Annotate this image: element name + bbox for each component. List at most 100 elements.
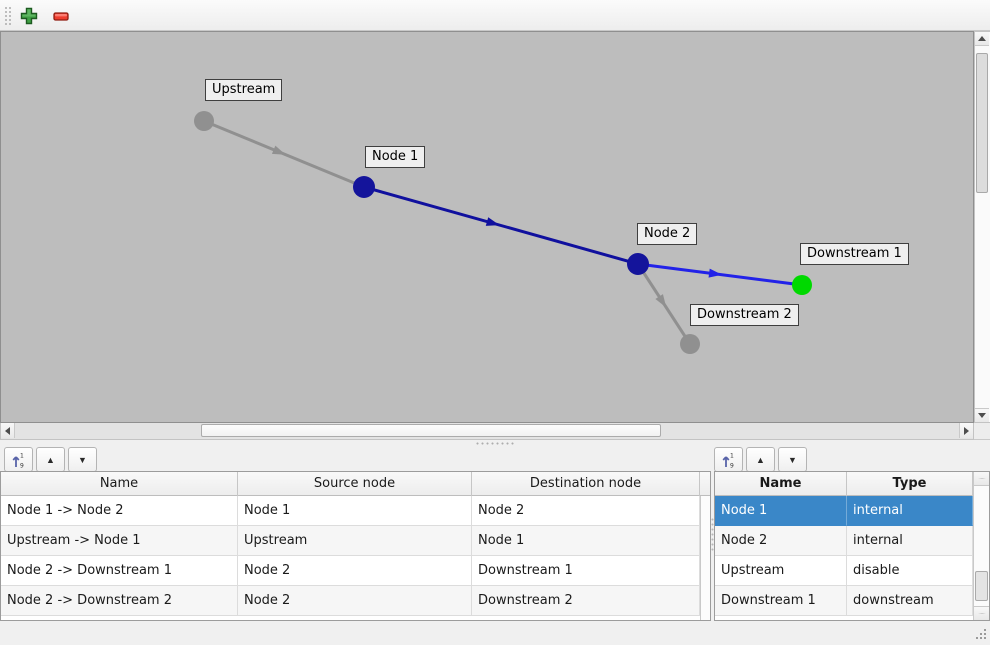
scroll-down-icon — [977, 613, 986, 614]
scroll-right-button[interactable] — [959, 423, 973, 438]
canvas-horizontal-scrollbar[interactable] — [0, 423, 974, 440]
move-node-up-button[interactable]: ▲ — [746, 447, 775, 472]
table-cell[interactable]: internal — [847, 526, 973, 556]
edge-arrow-icon — [271, 145, 286, 155]
table-cell[interactable]: downstream — [847, 586, 973, 616]
up-arrow-icon: ▲ — [46, 454, 55, 465]
graph-edge[interactable] — [363, 185, 639, 266]
sort-ascending-icon: 1 9 — [722, 452, 734, 468]
scroll-up-button[interactable] — [974, 472, 989, 486]
node-label[interactable]: Downstream 1 — [800, 243, 909, 265]
scroll-up-icon — [977, 478, 986, 479]
svg-text:9: 9 — [730, 462, 734, 468]
sort-ascending-icon: 1 9 — [12, 452, 24, 468]
graph-node[interactable] — [194, 111, 214, 131]
node-label[interactable]: Upstream — [205, 79, 283, 101]
scroll-down-button[interactable] — [975, 408, 989, 422]
horizontal-pane-splitter[interactable] — [0, 440, 990, 446]
table-cell[interactable]: internal — [847, 496, 973, 526]
edge-arrow-icon — [655, 294, 667, 308]
graph-node[interactable] — [353, 176, 375, 198]
move-connection-down-button[interactable]: ▼ — [68, 447, 97, 472]
table-cell[interactable]: Node 2 — [715, 526, 847, 556]
table-cell[interactable]: Downstream 2 — [472, 586, 700, 616]
nodes-table-scrollbar[interactable] — [973, 472, 989, 620]
column-header[interactable]: Destination node — [472, 472, 700, 496]
table-cell[interactable]: Node 2 — [238, 556, 472, 586]
svg-text:9: 9 — [20, 462, 24, 468]
column-header[interactable]: Type — [847, 472, 973, 496]
svg-text:1: 1 — [730, 452, 734, 459]
scroll-down-button[interactable] — [974, 606, 989, 620]
node-label[interactable]: Node 1 — [365, 146, 426, 168]
scroll-down-icon — [978, 413, 986, 418]
table-cell[interactable]: Upstream — [238, 526, 472, 556]
table-cell[interactable]: Upstream -> Node 1 — [1, 526, 238, 556]
scroll-left-button[interactable] — [1, 423, 15, 438]
scroll-up-button[interactable] — [975, 32, 989, 46]
column-header[interactable]: Name — [715, 472, 847, 496]
node-label[interactable]: Node 2 — [637, 223, 698, 245]
vertical-scrollbar-thumb[interactable] — [976, 53, 988, 193]
move-node-down-button[interactable]: ▼ — [778, 447, 807, 472]
table-cell[interactable]: Downstream 1 — [472, 556, 700, 586]
graph-node[interactable] — [680, 334, 700, 354]
table-cell[interactable]: Node 2 -> Downstream 2 — [1, 586, 238, 616]
node-label[interactable]: Downstream 2 — [690, 304, 799, 326]
table-cell[interactable]: Downstream 1 — [715, 586, 847, 616]
table-cell[interactable]: Node 1 -> Node 2 — [1, 496, 238, 526]
down-arrow-icon: ▼ — [788, 454, 797, 465]
sort-connections-button[interactable]: 1 9 — [4, 447, 33, 472]
move-connection-up-button[interactable]: ▲ — [36, 447, 65, 472]
scrollbar-corner — [974, 423, 990, 440]
up-arrow-icon: ▲ — [756, 454, 765, 465]
table-cell[interactable]: Node 2 -> Downstream 1 — [1, 556, 238, 586]
table-cell[interactable]: Node 1 — [238, 496, 472, 526]
scroll-right-icon — [964, 426, 969, 435]
column-header[interactable]: Source node — [238, 472, 472, 496]
remove-node-button[interactable] — [49, 5, 73, 27]
graph-node[interactable] — [792, 275, 812, 295]
table-cell[interactable]: Upstream — [715, 556, 847, 586]
vertical-scrollbar-thumb[interactable] — [975, 571, 988, 601]
graph-svg — [194, 111, 812, 354]
table-cell[interactable]: disable — [847, 556, 973, 586]
table-cell[interactable]: Node 2 — [472, 496, 700, 526]
svg-text:1: 1 — [20, 452, 24, 459]
splitter-grip-icon — [475, 442, 515, 445]
table-cell[interactable]: Node 2 — [238, 586, 472, 616]
window-resize-grip[interactable] — [975, 629, 988, 642]
tables-splitter-handle[interactable] — [711, 517, 714, 553]
graph-node[interactable] — [627, 253, 649, 275]
connections-table-scrollbar[interactable] — [700, 496, 710, 620]
column-header[interactable]: Name — [1, 472, 238, 496]
down-arrow-icon: ▼ — [78, 454, 87, 465]
horizontal-scrollbar-thumb[interactable] — [201, 424, 661, 437]
minus-icon — [53, 12, 69, 21]
table-cell[interactable]: Node 1 — [715, 496, 847, 526]
add-node-button[interactable] — [17, 5, 41, 27]
canvas-vertical-scrollbar[interactable] — [974, 31, 990, 423]
sort-nodes-button[interactable]: 1 9 — [714, 447, 743, 472]
plus-icon — [20, 7, 38, 25]
header-filler — [700, 472, 710, 496]
toolbar-grip-handle[interactable] — [4, 6, 12, 26]
table-cell[interactable]: Node 1 — [472, 526, 700, 556]
